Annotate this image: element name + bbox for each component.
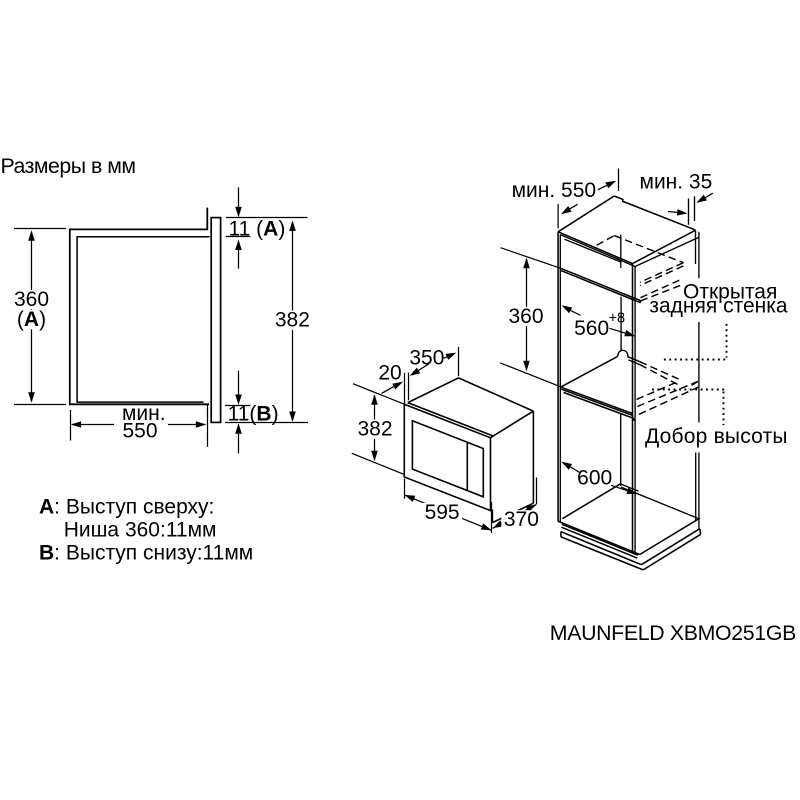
svg-text:560: 560 xyxy=(574,317,609,340)
svg-text:В: Выступ снизу:11мм: В: Выступ снизу:11мм xyxy=(39,542,253,565)
svg-text:задняя стенка: задняя стенка xyxy=(649,295,788,318)
svg-text:382: 382 xyxy=(275,309,310,332)
svg-text:360: 360 xyxy=(508,305,543,328)
svg-text:А: Выступ сверху:: А: Выступ сверху: xyxy=(39,496,214,519)
svg-text:550: 550 xyxy=(122,419,157,442)
svg-text:370: 370 xyxy=(504,508,539,531)
svg-text:350: 350 xyxy=(409,346,444,369)
svg-text:20: 20 xyxy=(378,362,401,385)
svg-text:Открытая: Открытая xyxy=(683,281,777,304)
svg-text:MAUNFELD XBMO251GB: MAUNFELD XBMO251GB xyxy=(550,621,797,645)
svg-text:595: 595 xyxy=(425,501,460,524)
svg-text:382: 382 xyxy=(357,418,392,441)
svg-text:мин.: мин. xyxy=(122,402,166,425)
svg-text:Размеры в мм: Размеры в мм xyxy=(1,154,137,178)
svg-text:11(В): 11(В) xyxy=(228,402,279,425)
svg-text:360: 360 xyxy=(14,288,49,311)
svg-text:мин. 35: мин. 35 xyxy=(640,171,713,194)
svg-text:600: 600 xyxy=(577,467,612,490)
svg-text:Ниша 360:11мм: Ниша 360:11мм xyxy=(64,519,217,542)
svg-text:+8: +8 xyxy=(609,311,626,327)
svg-text:(А): (А) xyxy=(17,308,46,331)
svg-text:Добор высоты: Добор высоты xyxy=(645,425,788,448)
svg-text:мин. 550: мин. 550 xyxy=(512,179,596,202)
svg-text:11 (А): 11 (А) xyxy=(229,217,286,240)
